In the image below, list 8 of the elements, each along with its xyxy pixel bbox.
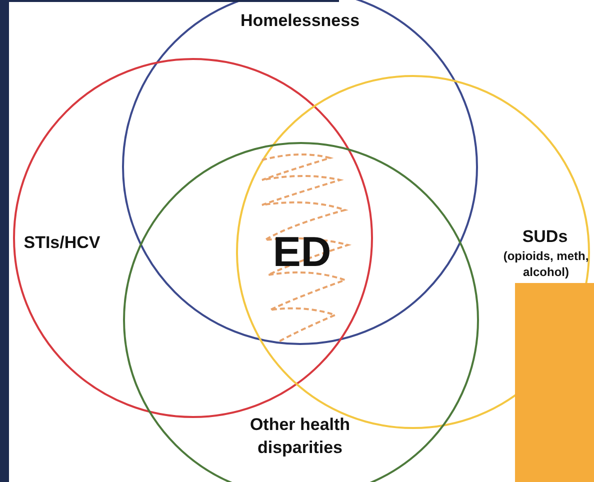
set-note: (opioids, meth, alcohol) [502,248,590,280]
set-label: Homelessness [240,10,360,32]
set-label: SUDs [521,226,569,248]
set-label: Other health disparities [248,414,352,459]
venn-circle [236,75,590,429]
center-label: ED [272,228,332,276]
set-label: STIs/HCV [22,232,102,254]
venn-circle [13,58,373,418]
